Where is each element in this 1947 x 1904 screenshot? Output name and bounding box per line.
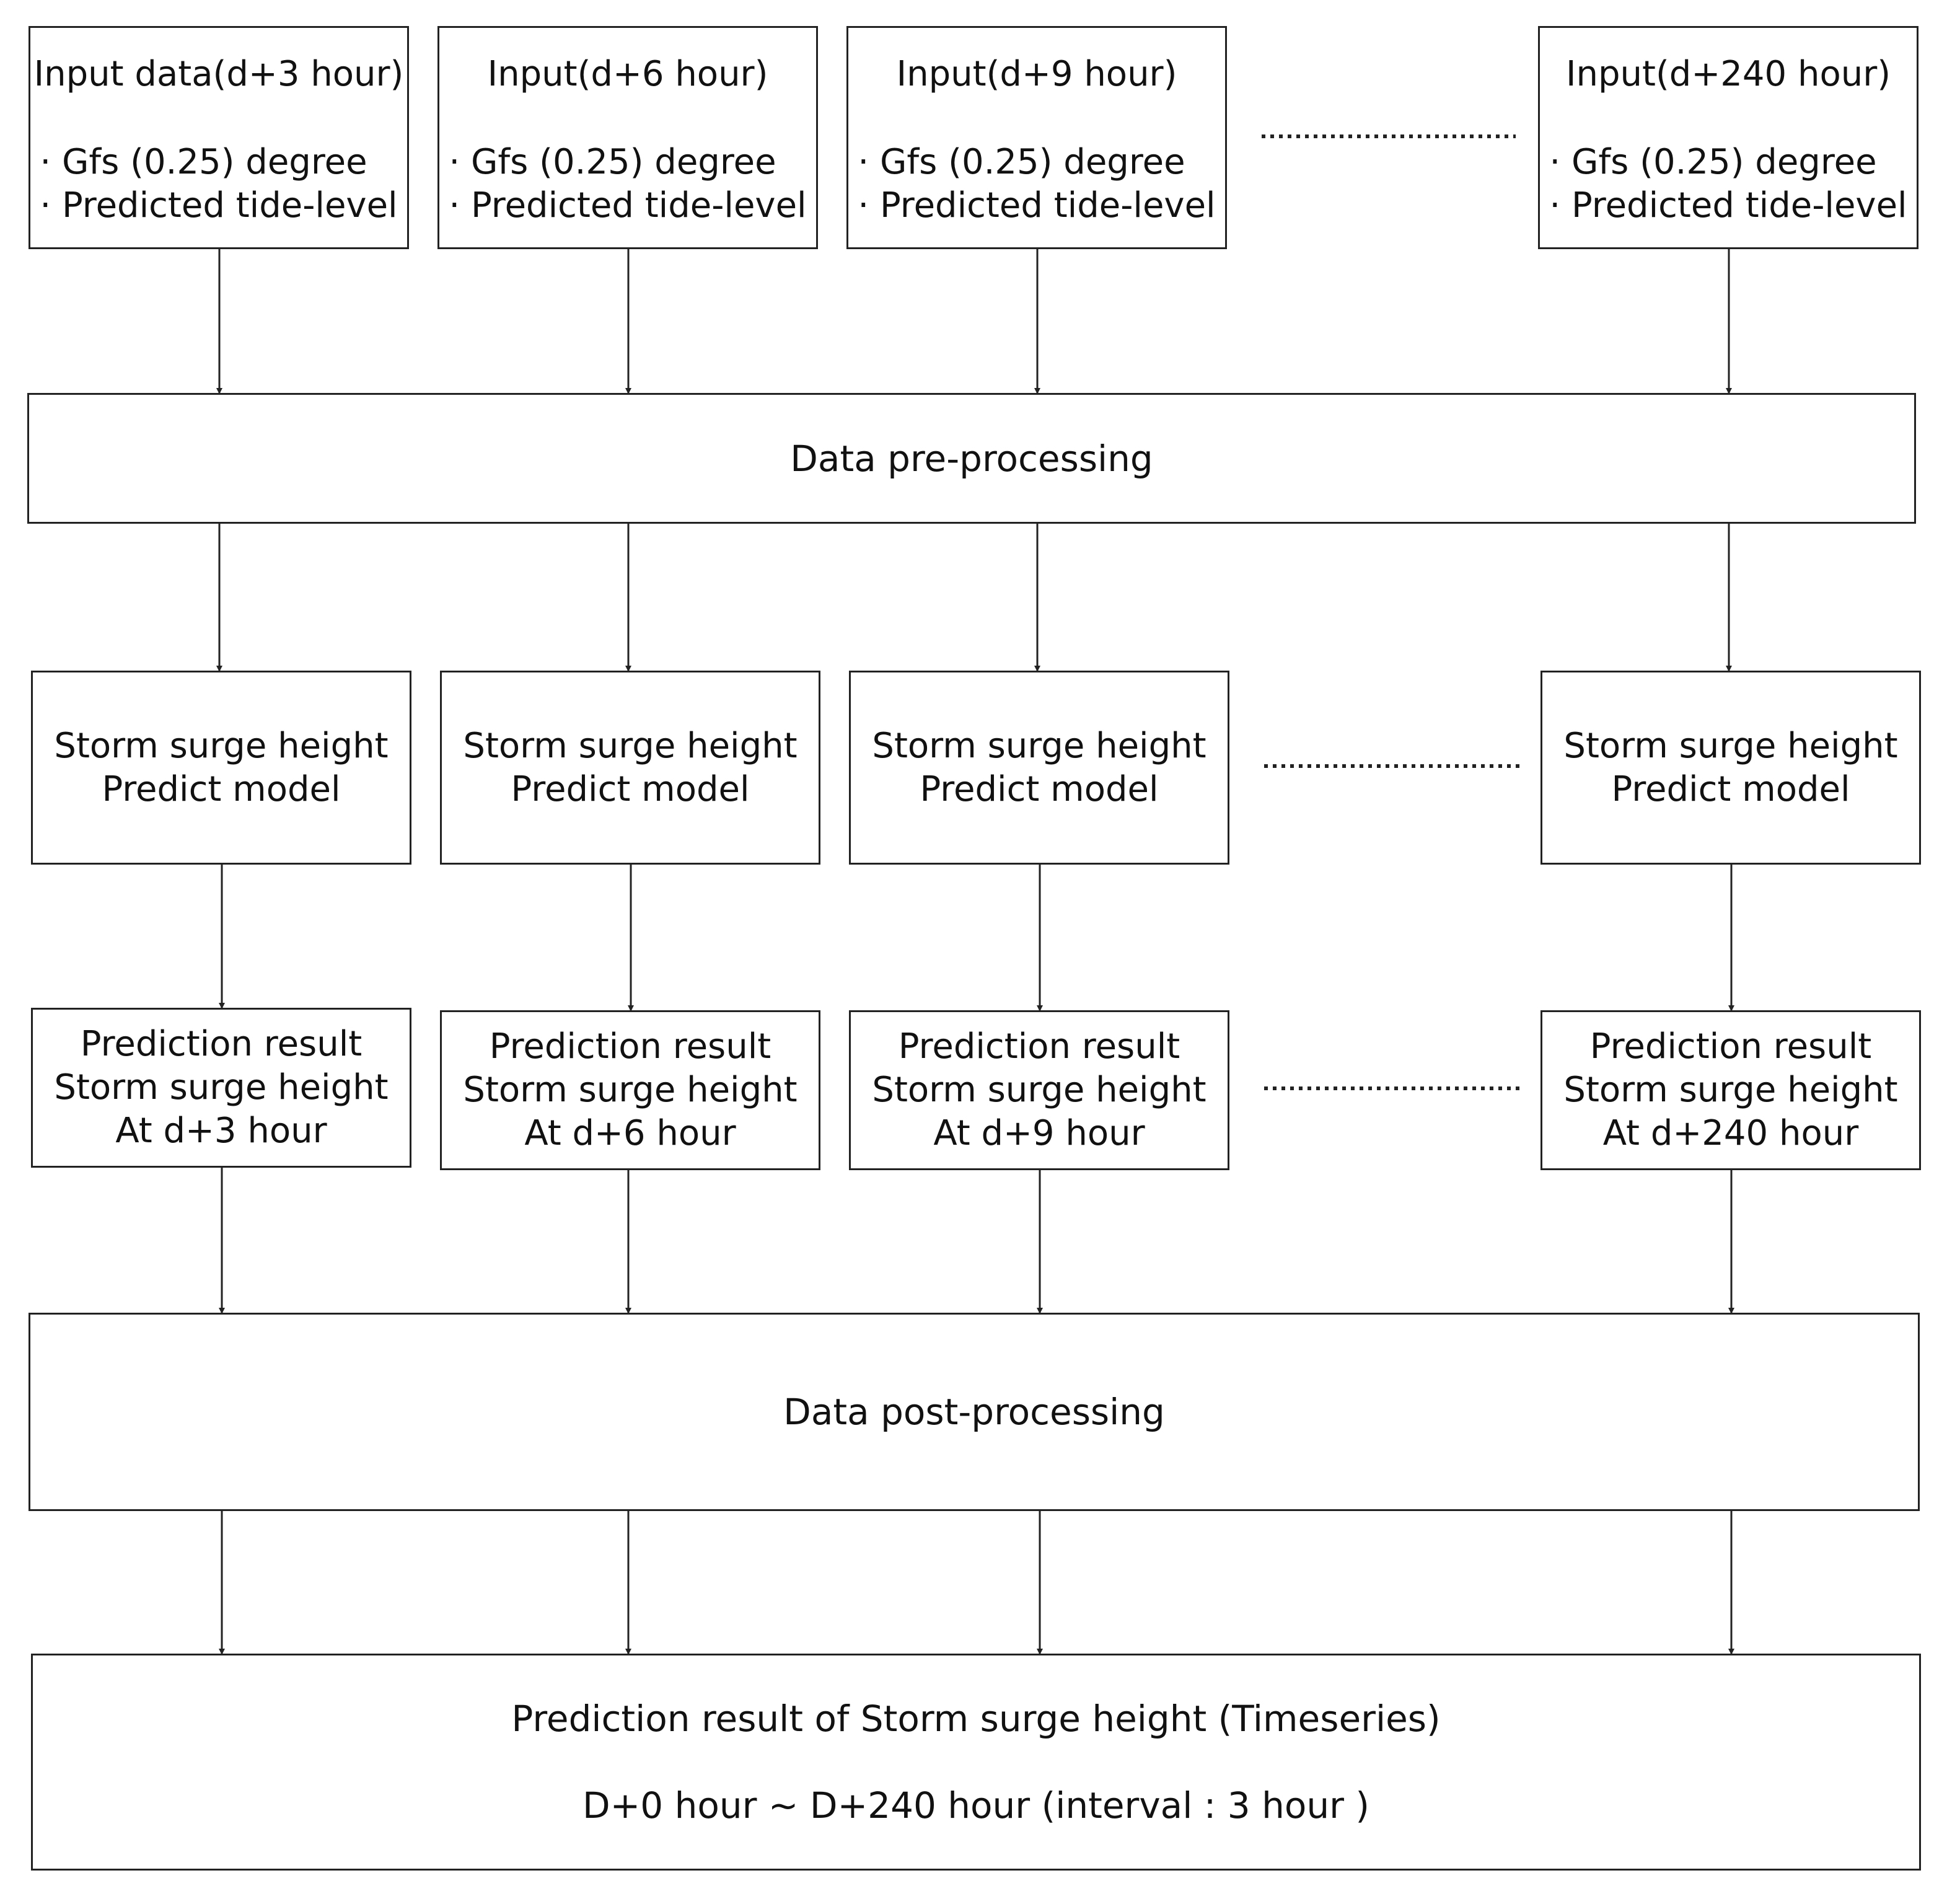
input-title: Input data(d+3 hour) bbox=[33, 54, 404, 94]
input-box-d9: Input(d+9 hour) · Gfs (0.25) degree · Pr… bbox=[846, 26, 1227, 249]
preprocessing-label: Data pre-processing bbox=[790, 437, 1153, 480]
final-output-box: Prediction result of Storm surge height … bbox=[31, 1654, 1921, 1871]
postprocessing-box: Data post-processing bbox=[29, 1313, 1920, 1511]
result-label: Prediction result bbox=[898, 1026, 1180, 1067]
input-bullet-gfs: · Gfs (0.25) degree bbox=[449, 142, 776, 182]
postprocessing-label: Data post-processing bbox=[783, 1391, 1165, 1433]
result-label: Prediction result bbox=[1589, 1026, 1872, 1067]
result-label: Prediction result bbox=[80, 1024, 363, 1064]
result-box-d240: Prediction result Storm surge height At … bbox=[1540, 1010, 1921, 1170]
input-box-d240: Input(d+240 hour) · Gfs (0.25) degree · … bbox=[1538, 26, 1918, 249]
model-box-d6: Storm surge height Predict model bbox=[440, 671, 820, 865]
model-label: Predict model bbox=[920, 769, 1159, 809]
result-label: Storm surge height bbox=[1563, 1070, 1898, 1110]
input-bullet-tide: · Predicted tide-level bbox=[858, 185, 1216, 226]
result-box-d6: Prediction result Storm surge height At … bbox=[440, 1010, 820, 1170]
input-bullet-tide: · Predicted tide-level bbox=[449, 185, 807, 226]
input-bullet-gfs: · Gfs (0.25) degree bbox=[1549, 142, 1877, 182]
final-output-title: Prediction result of Storm surge height … bbox=[511, 1698, 1441, 1740]
result-label: Prediction result bbox=[489, 1026, 771, 1067]
input-title: Input(d+9 hour) bbox=[896, 54, 1177, 94]
model-label: Predict model bbox=[102, 769, 341, 809]
model-label: Storm surge height bbox=[872, 725, 1206, 766]
model-label: Storm surge height bbox=[1563, 725, 1898, 766]
input-title: Input(d+6 hour) bbox=[487, 54, 768, 94]
result-label: At d+3 hour bbox=[115, 1111, 327, 1151]
model-label: Predict model bbox=[511, 769, 750, 809]
result-label: Storm surge height bbox=[463, 1070, 798, 1110]
result-label: Storm surge height bbox=[54, 1067, 389, 1108]
result-label: At d+240 hour bbox=[1602, 1113, 1859, 1153]
result-label: At d+6 hour bbox=[524, 1113, 736, 1153]
input-box-d6: Input(d+6 hour) · Gfs (0.25) degree · Pr… bbox=[437, 26, 818, 249]
input-bullet-gfs: · Gfs (0.25) degree bbox=[858, 142, 1185, 182]
input-bullet-tide: · Predicted tide-level bbox=[40, 185, 398, 226]
input-title: Input(d+240 hour) bbox=[1565, 54, 1891, 94]
result-label: Storm surge height bbox=[872, 1070, 1206, 1110]
model-box-d240: Storm surge height Predict model bbox=[1540, 671, 1921, 865]
result-box-d3: Prediction result Storm surge height At … bbox=[31, 1008, 411, 1168]
model-label: Storm surge height bbox=[54, 725, 389, 766]
final-output-range: D+0 hour ~ D+240 hour (interval : 3 hour… bbox=[582, 1784, 1370, 1827]
model-label: Storm surge height bbox=[463, 725, 798, 766]
result-box-d9: Prediction result Storm surge height At … bbox=[849, 1010, 1229, 1170]
preprocessing-box: Data pre-processing bbox=[27, 393, 1916, 524]
result-label: At d+9 hour bbox=[933, 1113, 1145, 1153]
input-bullet-tide: · Predicted tide-level bbox=[1549, 185, 1907, 226]
model-box-d9: Storm surge height Predict model bbox=[849, 671, 1229, 865]
model-label: Predict model bbox=[1611, 769, 1850, 809]
input-bullet-gfs: · Gfs (0.25) degree bbox=[40, 142, 367, 182]
input-box-d3: Input data(d+3 hour) · Gfs (0.25) degree… bbox=[29, 26, 409, 249]
model-box-d3: Storm surge height Predict model bbox=[31, 671, 411, 865]
